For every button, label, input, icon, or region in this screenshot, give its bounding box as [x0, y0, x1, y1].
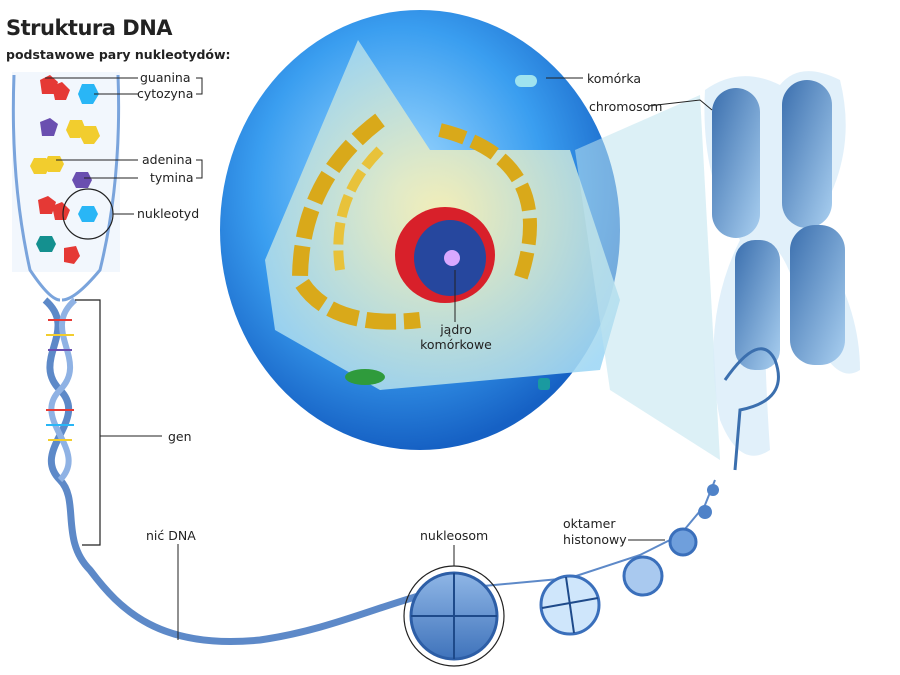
chromosome: [704, 71, 860, 471]
label-cytozyna: cytozyna: [137, 86, 194, 101]
subtitle: podstawowe pary nukleotydów:: [6, 47, 231, 62]
label-guanina: guanina: [140, 70, 191, 85]
dna-ladder: [11, 72, 121, 302]
label-nukleotyd: nukleotyd: [137, 206, 200, 221]
label-oktamer: oktamer: [563, 516, 616, 531]
dna-helix: [42, 297, 441, 645]
label-adenina: adenina: [142, 152, 193, 167]
label-komorka: komórka: [587, 71, 642, 86]
guanina-pair: [40, 75, 99, 104]
leader-lines: [45, 77, 713, 640]
label-nic-dna: nić DNA: [146, 528, 196, 543]
label-gen: gen: [168, 429, 192, 444]
label-histonowy: histonowy: [563, 532, 627, 547]
cell: [220, 10, 720, 460]
nucleosome-chain: [403, 479, 719, 667]
label-tymina: tymina: [150, 170, 194, 185]
gen-bracket: [75, 299, 101, 546]
label-chromosom: chromosom: [589, 99, 663, 114]
label-jadro: jądro: [440, 322, 472, 337]
label-nukleosom: nukleosom: [420, 528, 489, 543]
page-title: Struktura DNA: [6, 16, 173, 40]
label-komorkowe: komórkowe: [420, 337, 492, 352]
tymina-base: [40, 118, 58, 136]
